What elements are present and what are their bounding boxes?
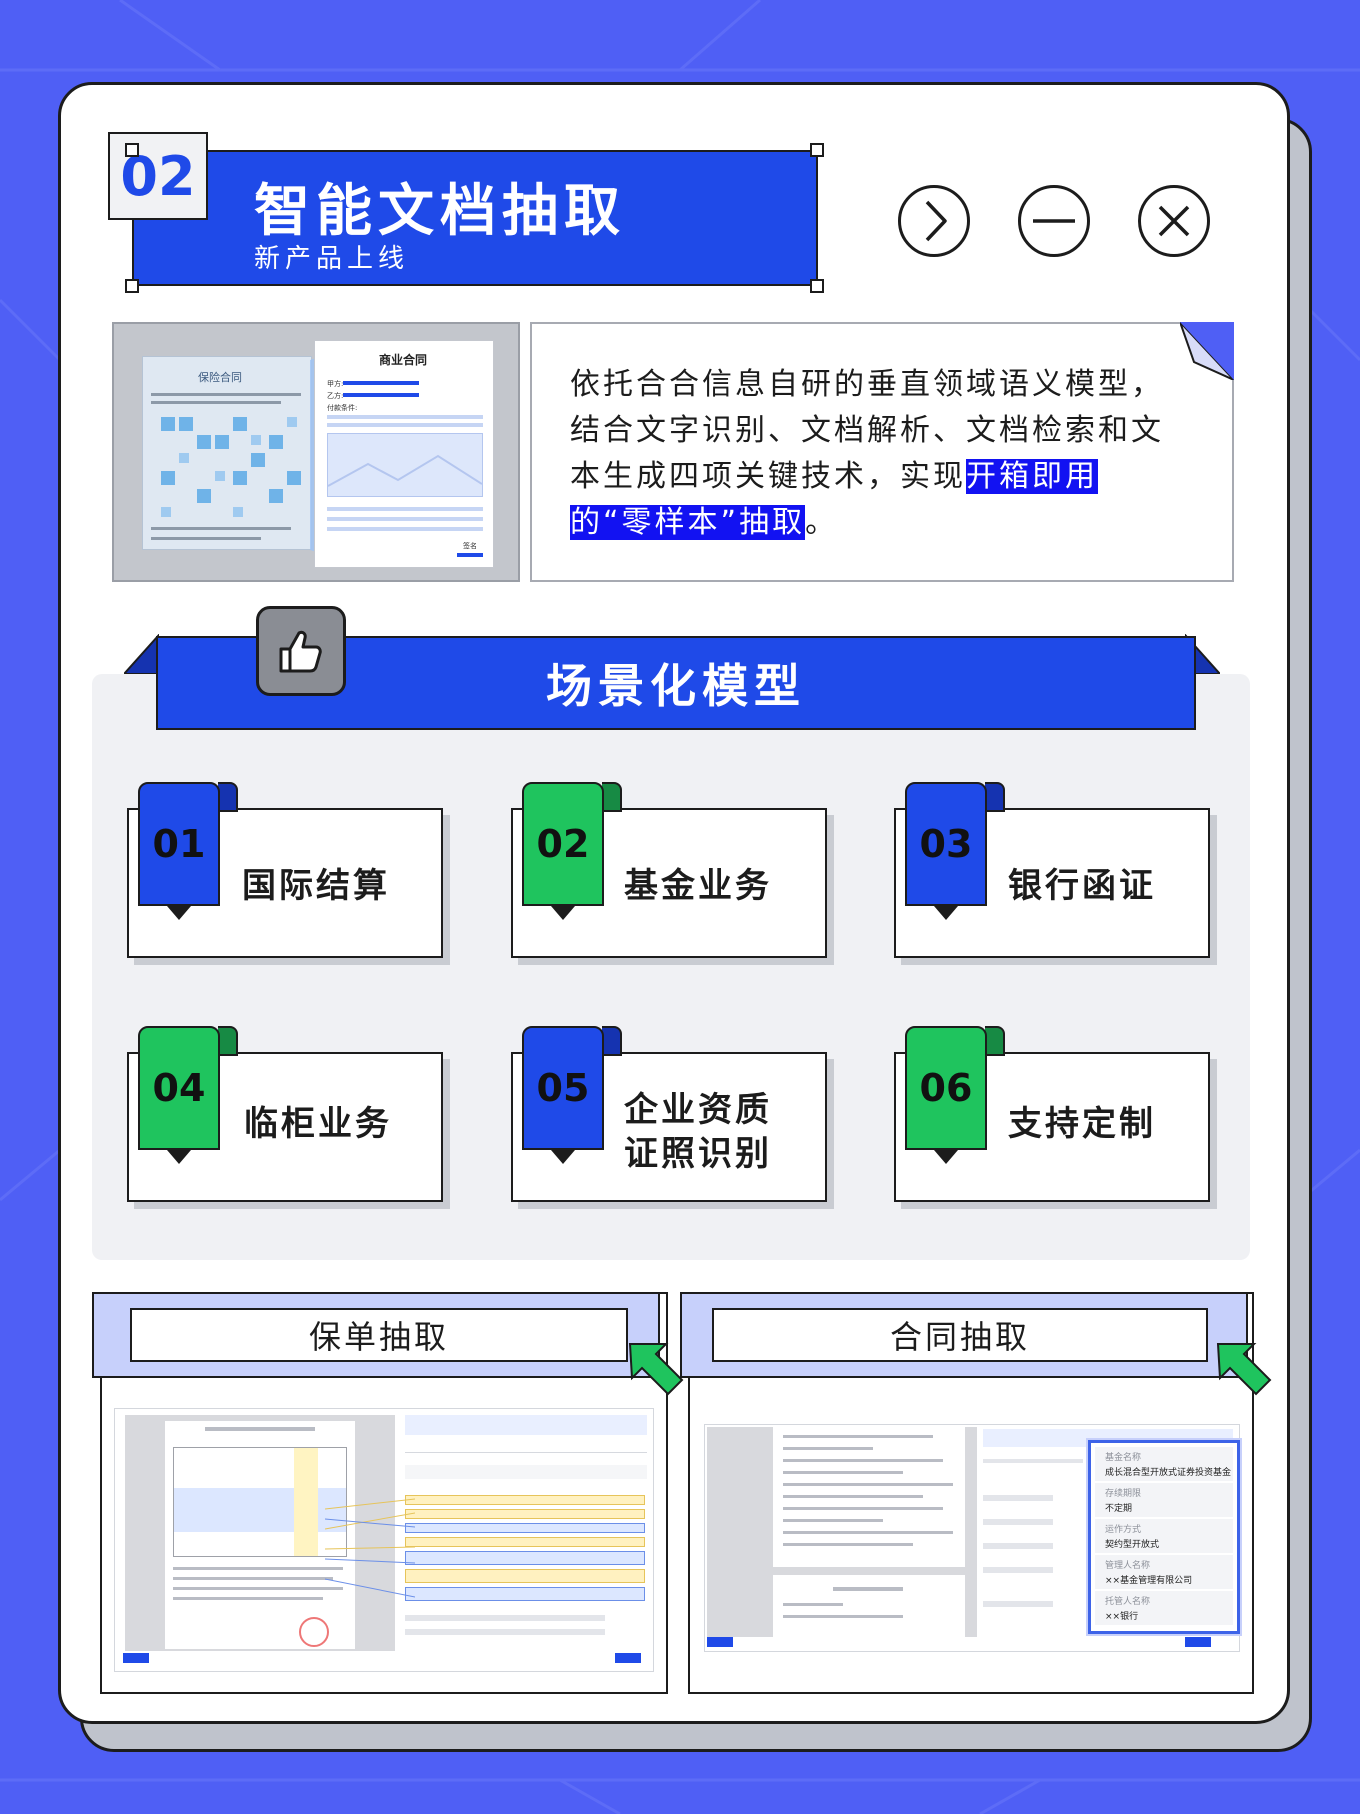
field-fund-name: 基金名称 成长混合型开放式证券投资基金	[1095, 1447, 1233, 1481]
field-label: 基金名称	[1105, 1453, 1142, 1463]
field-value: 不定期	[1105, 1504, 1133, 1514]
page-title: 智能文档抽取	[254, 179, 626, 244]
tag-fold	[602, 1026, 622, 1056]
tag-fold	[218, 1026, 238, 1056]
policy-screenshot	[114, 1408, 654, 1672]
tag-point	[934, 906, 958, 920]
tag-fold	[985, 1026, 1005, 1056]
field-value: ××银行	[1105, 1612, 1139, 1622]
tag-number: 05	[522, 1026, 604, 1150]
chevron-right-icon	[925, 200, 947, 242]
intro-text-plain: 依托合合信息自研的垂直领域语义模型，结合文字识别、文档解析、文档检索和文本生成四…	[570, 367, 1164, 494]
field-value: 契约型开放式	[1105, 1540, 1160, 1550]
field-label: 托管人名称	[1105, 1597, 1151, 1607]
scenario-label-line2: 证照识别	[624, 1134, 772, 1174]
document-illustration: 保险合同 商业合同 甲方: 乙方:	[112, 322, 520, 582]
tag-point	[551, 906, 575, 920]
sign-label: 签名	[463, 542, 477, 550]
scanned-document: 保险合同	[142, 356, 312, 550]
tag-number: 04	[138, 1026, 220, 1150]
section-number: 02	[108, 132, 208, 220]
policy-extraction-title: 保单抽取	[130, 1308, 628, 1362]
scenario-label-line1: 企业资质	[624, 1090, 772, 1130]
field-value: 成长混合型开放式证券投资基金	[1105, 1468, 1232, 1478]
scenario-label: 银行函证	[1008, 866, 1156, 906]
field-label: 管理人名称	[1105, 1561, 1151, 1571]
page-subtitle: 新产品上线	[254, 244, 410, 274]
field-custodian: 托管人名称 ××银行	[1095, 1591, 1233, 1625]
extracted-fields-panel: 基金名称 成长混合型开放式证券投资基金 存续期限 不定期 运作方式 契约型开放式…	[1088, 1440, 1240, 1634]
scenario-label: 支持定制	[1008, 1104, 1156, 1144]
intro-description: 依托合合信息自研的垂直领域语义模型，结合文字识别、文档解析、文档检索和文本生成四…	[570, 362, 1180, 546]
field-label: 存续期限	[1105, 1489, 1142, 1499]
pixel-pattern	[151, 393, 301, 540]
tag-point	[167, 1150, 191, 1164]
scanned-doc-title: 保险合同	[198, 371, 242, 384]
field-duration: 存续期限 不定期	[1095, 1483, 1233, 1517]
tag-point	[934, 1150, 958, 1164]
thumbs-up-badge	[256, 606, 346, 696]
tag-number: 06	[905, 1026, 987, 1150]
field-payment: 付款条件:	[327, 404, 358, 412]
intro-text-end: 。	[805, 505, 839, 540]
thumbs-up-icon	[279, 630, 322, 673]
extracted-document: 商业合同 甲方: 乙方: 付款条件: 签名	[314, 340, 494, 568]
close-button[interactable]	[1138, 185, 1210, 257]
tag-number: 03	[905, 782, 987, 906]
resize-handle	[810, 143, 824, 157]
minus-icon	[1033, 219, 1075, 223]
arrow-icon	[1216, 1343, 1272, 1396]
tag-number: 01	[138, 782, 220, 906]
field-value: ××基金管理有限公司	[1105, 1576, 1193, 1586]
resize-handle	[125, 143, 139, 157]
field-party-b: 乙方:	[327, 392, 344, 400]
resize-handle	[810, 279, 824, 293]
contract-doc-title: 商业合同	[379, 353, 428, 367]
close-icon	[1158, 205, 1190, 237]
scenario-label: 国际结算	[242, 866, 390, 906]
scenario-title: 场景化模型	[546, 659, 806, 713]
tag-point	[167, 906, 191, 920]
tag-fold	[218, 782, 238, 812]
next-button[interactable]	[898, 185, 970, 257]
field-label: 运作方式	[1105, 1525, 1142, 1535]
resize-handle	[125, 279, 139, 293]
contract-extraction-title: 合同抽取	[712, 1308, 1208, 1362]
field-operation: 运作方式 契约型开放式	[1095, 1519, 1233, 1553]
field-manager: 管理人名称 ××基金管理有限公司	[1095, 1555, 1233, 1589]
field-party-a: 甲方:	[327, 380, 344, 388]
scenario-label: 基金业务	[624, 866, 772, 906]
scenario-label: 临柜业务	[244, 1104, 392, 1144]
tag-point	[551, 1150, 575, 1164]
arrow-icon	[628, 1343, 684, 1396]
tag-number: 02	[522, 782, 604, 906]
minimize-button[interactable]	[1018, 185, 1090, 257]
tag-fold	[985, 782, 1005, 812]
page-fold-icon	[1180, 322, 1234, 380]
image-placeholder-icon	[327, 433, 483, 497]
tag-fold	[602, 782, 622, 812]
